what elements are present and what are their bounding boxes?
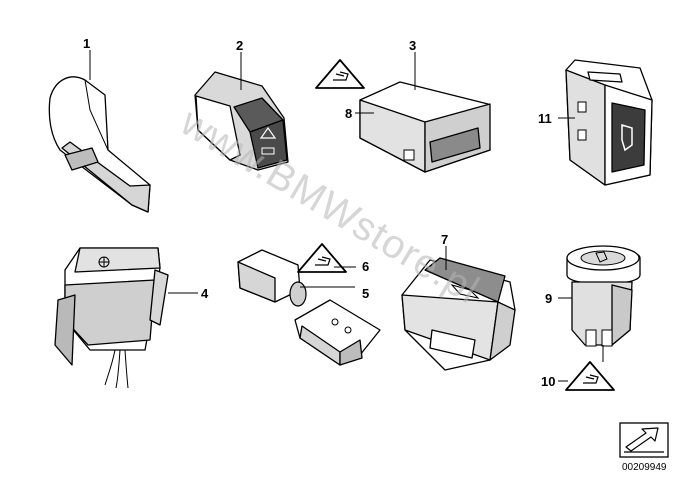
fan-icon <box>98 256 110 268</box>
reference-number: 00209949 <box>622 462 667 473</box>
callout-2: 2 <box>236 38 243 53</box>
part-7 <box>401 257 516 371</box>
navigation-arrow-box <box>619 422 669 458</box>
callout-1: 1 <box>83 36 90 51</box>
car-trunk-icon <box>450 284 480 299</box>
callout-7: 7 <box>441 232 448 247</box>
callout-9: 9 <box>545 291 552 306</box>
part-11 <box>565 59 653 186</box>
callout-8: 8 <box>345 106 352 121</box>
warning-triangle-10 <box>565 361 615 391</box>
warning-triangle-6 <box>297 243 347 273</box>
hazard-triangle-icon <box>259 126 277 139</box>
warning-triangle-8 <box>315 59 365 89</box>
callout-4: 4 <box>201 286 209 301</box>
part-3 <box>359 81 491 173</box>
part-9 <box>566 245 641 347</box>
seat-heating-icon <box>595 251 608 263</box>
part-4 <box>54 247 169 389</box>
leader-lines <box>89 50 604 382</box>
part-2 <box>194 71 289 171</box>
warning-triangle-icon <box>565 361 615 391</box>
callout-5: 5 <box>362 286 369 301</box>
part-1 <box>48 76 151 213</box>
callout-6: 6 <box>362 259 369 274</box>
callout-10: 10 <box>541 374 555 389</box>
callout-3: 3 <box>409 38 416 53</box>
callout-11: 11 <box>538 111 552 126</box>
part-5 <box>237 249 381 366</box>
warning-triangle-icon <box>315 59 365 89</box>
navigation-arrow-icon <box>625 427 659 452</box>
warning-triangle-icon <box>297 243 347 273</box>
seat-heating-icon <box>621 123 633 152</box>
